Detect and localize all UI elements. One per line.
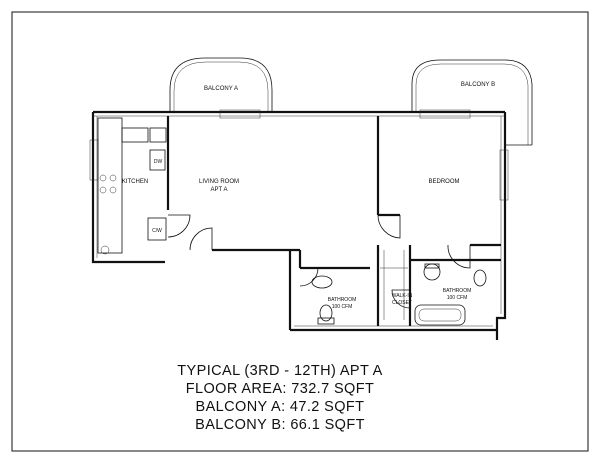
label-bathroom-1: BATHROOM: [328, 297, 357, 303]
kitchen-fixtures: [97, 117, 167, 255]
label-dw: DW: [154, 159, 163, 165]
label-cw: C/W: [152, 228, 162, 234]
label-closet: CLOSET: [392, 300, 412, 306]
label-bedroom: BEDROOM: [428, 179, 459, 185]
label-walkin: WALK-IN: [392, 293, 413, 299]
caption-title: TYPICAL (3RD - 12TH) APT A: [177, 363, 383, 379]
balcony-a: [169, 57, 273, 112]
label-bathroom-2-cfm: 100 CFM: [447, 295, 468, 301]
drawing-frame: [11, 11, 589, 452]
label-living-room: LIVING ROOM: [199, 179, 239, 185]
label-balcony-b: BALCONY B: [461, 82, 495, 88]
bathroom-fixtures: [311, 263, 487, 326]
exterior-walls: [91, 110, 507, 340]
closet-shelving: [380, 250, 408, 320]
label-living-room-apt: APT A: [211, 187, 228, 193]
label-bathroom-2: BATHROOM: [443, 288, 472, 294]
label-bathroom-1-cfm: 100 CFM: [332, 304, 353, 310]
windows: [89, 109, 509, 201]
caption-balcony-b: BALCONY B: 66.1 SQFT: [195, 417, 365, 433]
balcony-b: [411, 59, 533, 146]
label-kitchen: KITCHEN: [122, 179, 148, 185]
label-balcony-a: BALCONY A: [204, 86, 238, 92]
door-swings: [167, 214, 471, 309]
caption-floor-area: FLOOR AREA: 732.7 SQFT: [185, 381, 375, 397]
caption-balcony-a: BALCONY A: 47.2 SQFT: [195, 399, 365, 415]
interior-walls: [166, 116, 501, 326]
